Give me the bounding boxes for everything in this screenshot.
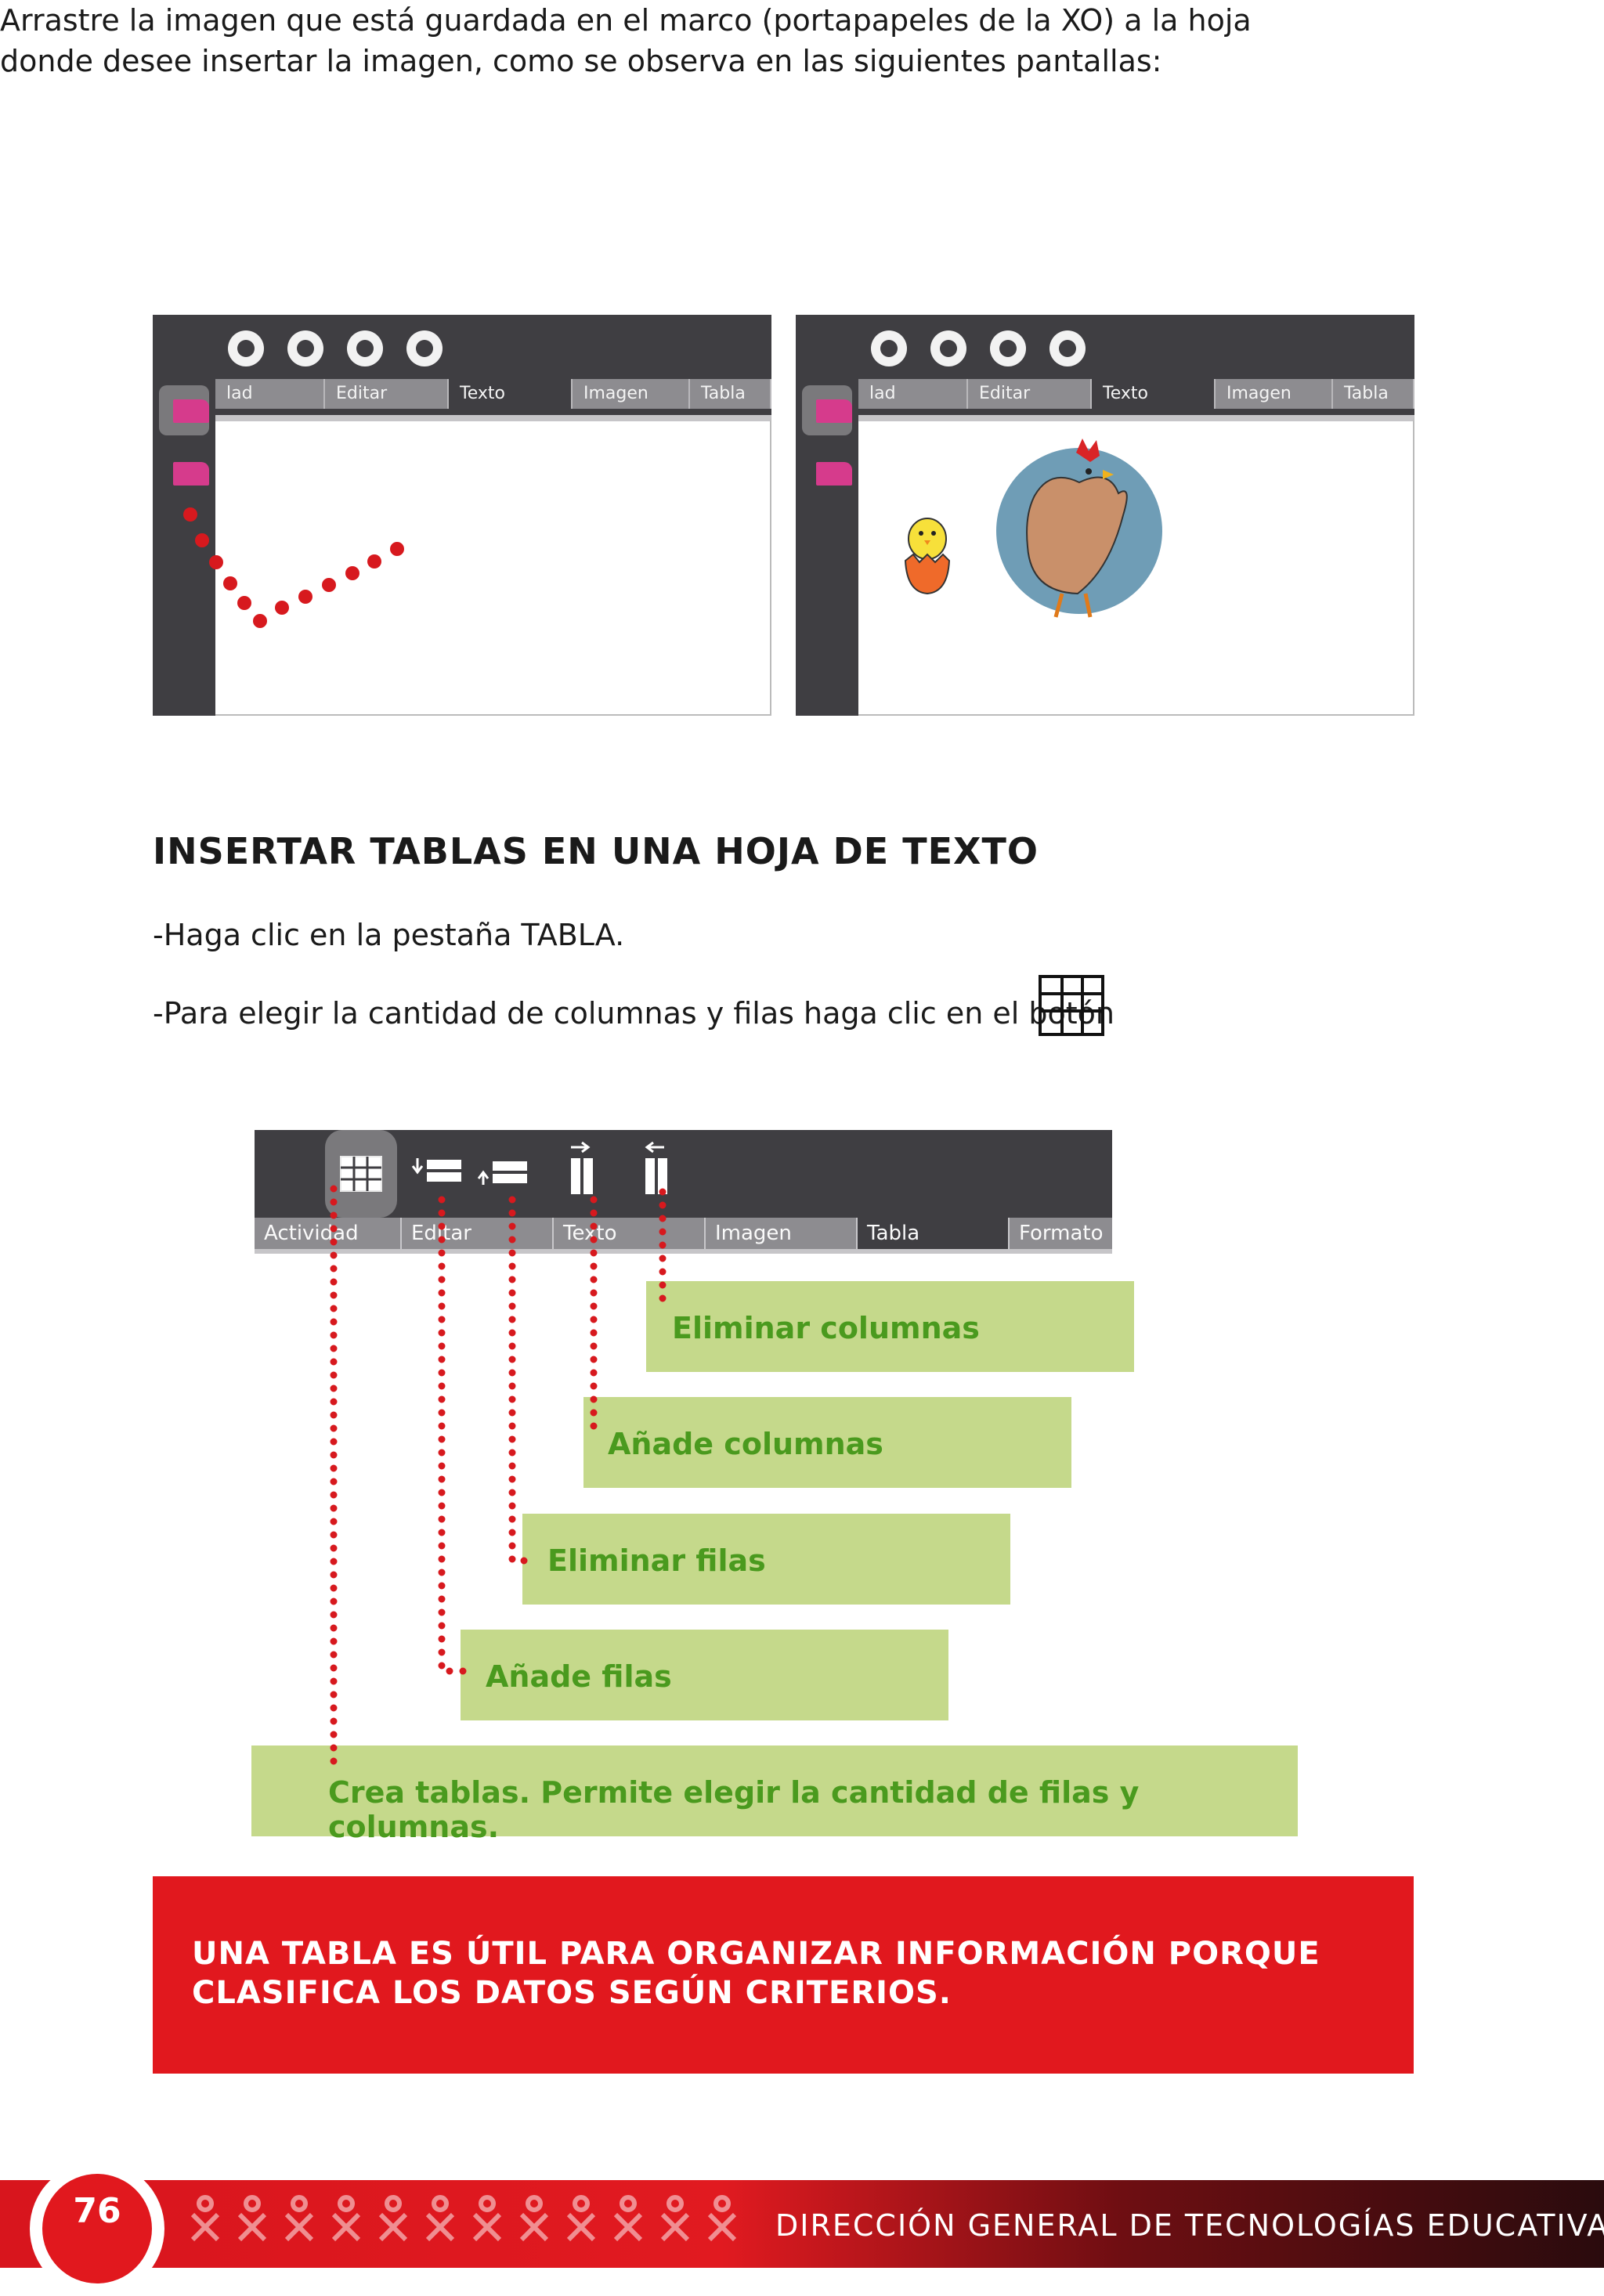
section-title: INSERTAR TABLAS EN UNA HOJA DE TEXTO [153, 830, 1039, 872]
callout-add-columns: Añade columnas [583, 1397, 1071, 1488]
document-icon [173, 462, 209, 486]
tab-editar[interactable]: Editar [968, 379, 1092, 409]
connector-add-rows [438, 1196, 477, 1675]
intro-paragraph: Arrastre la imagen que está guardada en … [0, 3, 1252, 78]
drag-path-dot [195, 533, 209, 547]
page-number-badge: 76 [30, 2161, 164, 2296]
drag-path-dot [345, 566, 359, 580]
tab-actividad[interactable]: lad [215, 379, 325, 409]
drag-path-dot [223, 576, 237, 590]
tab-actividad[interactable]: lad [858, 379, 968, 409]
tab-texto[interactable]: Texto [449, 379, 573, 409]
table-toolbar: Actividad Editar Texto Imagen Tabla Form… [255, 1130, 1112, 1254]
clipboard-item[interactable] [159, 448, 209, 498]
callout-delete-columns: Eliminar columnas [646, 1281, 1134, 1372]
step-choose-size: -Para elegir la cantidad de columnas y f… [153, 996, 1114, 1031]
tab-bar: Actividad Editar Texto Imagen Tabla Form… [255, 1218, 1112, 1254]
tab-tabla[interactable]: Tabla [690, 379, 771, 409]
screenshot-drag-start: lad Editar Texto Imagen Tabla [153, 315, 771, 716]
activity-icon [228, 330, 264, 366]
step-tabla-tab: -Haga clic en la pestaña TABLA. [153, 918, 625, 952]
activity-icon [871, 330, 907, 366]
page-number: 76 [73, 2191, 121, 2231]
frame-icon [1049, 330, 1086, 366]
tab-formato[interactable]: Formato [1019, 1222, 1104, 1245]
callout-create-table: Crea tablas. Permite elegir la cantidad … [251, 1745, 1298, 1844]
tab-tabla[interactable]: Tabla [1333, 379, 1414, 409]
home-icon [990, 330, 1026, 366]
drag-path-dot [237, 596, 251, 610]
tab-texto[interactable]: Texto [1092, 379, 1216, 409]
drag-path-dot [298, 590, 312, 604]
tab-imagen[interactable]: Imagen [573, 379, 690, 409]
document-icon [173, 399, 209, 423]
document-icon [816, 399, 852, 423]
clipboard-item[interactable] [802, 448, 852, 498]
table-grid-icon [1039, 975, 1104, 1036]
tab-actividad[interactable]: Actividad [255, 1218, 402, 1249]
drag-path-dot [209, 555, 223, 569]
tab-imagen[interactable]: Imagen [706, 1218, 858, 1249]
tab-imagen[interactable]: Imagen [1216, 379, 1333, 409]
screenshot-image-inserted: lad Editar Texto Imagen Tabla [796, 315, 1414, 716]
insert-column-icon[interactable] [560, 1130, 607, 1218]
home-icon [347, 330, 383, 366]
clipboard-item[interactable] [159, 385, 209, 435]
document-icon [816, 462, 852, 486]
delete-row-icon[interactable] [474, 1130, 536, 1218]
clipboard-frame [153, 377, 215, 716]
callout-add-rows: Añade filas [461, 1630, 948, 1720]
frame-icon [406, 330, 443, 366]
table-icon [340, 1156, 382, 1192]
tab-editar[interactable]: Editar [325, 379, 449, 409]
tab-texto[interactable]: Texto [554, 1218, 706, 1249]
tab-editar[interactable]: Editar [402, 1218, 554, 1249]
document-canvas[interactable] [215, 415, 771, 716]
footer-band [0, 2180, 1604, 2268]
document-canvas[interactable] [858, 415, 1414, 716]
neighborhood-icon [287, 330, 323, 366]
connector-delete-rows [508, 1196, 540, 1565]
drag-path-dot [367, 554, 381, 569]
tab-bar: lad Editar Texto Imagen Tabla [858, 379, 1414, 409]
drag-path-dot [275, 601, 289, 615]
chick-and-hen-image[interactable] [874, 421, 1203, 625]
tab-bar: lad Editar Texto Imagen Tabla [215, 379, 771, 409]
create-table-button[interactable] [325, 1130, 397, 1218]
xo-logo-pattern [190, 2195, 737, 2242]
callout-delete-rows: Eliminar filas [522, 1514, 1010, 1605]
tab-tabla[interactable]: Tabla [858, 1218, 1010, 1249]
drag-path-dot [183, 507, 197, 522]
drag-path-dot [390, 542, 404, 556]
neighborhood-icon [930, 330, 966, 366]
clipboard-item[interactable] [802, 385, 852, 435]
delete-column-icon[interactable] [634, 1130, 681, 1218]
info-note: UNA TABLA ES ÚTIL PARA ORGANIZAR INFORMA… [153, 1876, 1414, 2074]
clipboard-frame [796, 377, 858, 716]
footer-title: DIRECCIÓN GENERAL DE TECNOLOGÍAS EDUCATI… [775, 2208, 1604, 2243]
drag-path-dot [253, 614, 267, 628]
insert-row-icon[interactable] [403, 1130, 466, 1218]
drag-path-dot [322, 578, 336, 592]
